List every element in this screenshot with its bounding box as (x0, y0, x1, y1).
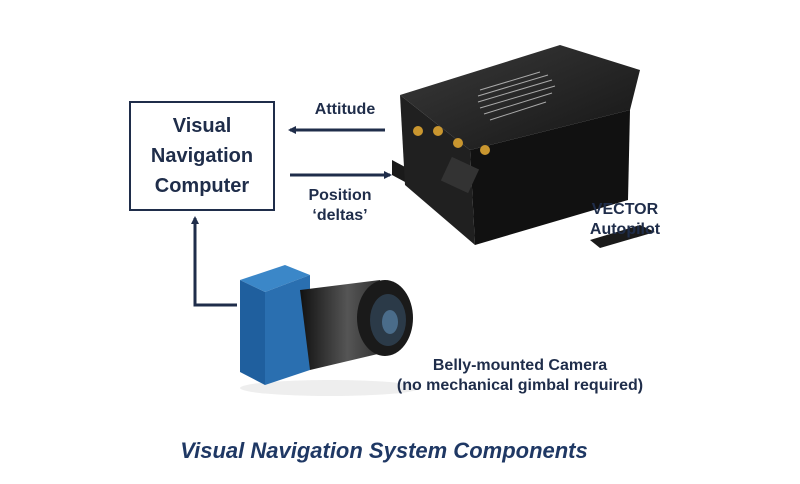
autopilot-label-line: VECTOR (591, 201, 659, 218)
camera-feed-arrow (191, 216, 237, 307)
computer-label-line: Visual (172, 115, 232, 137)
autopilot-device-image (392, 45, 655, 248)
computer-label-line: Computer (154, 175, 250, 197)
computer-label-line: Navigation (150, 145, 254, 167)
camera-label: Belly-mounted Camera (no mechanical gimb… (370, 356, 670, 396)
figure-caption: Visual Navigation System Components (180, 438, 588, 463)
camera-label-line: (no mechanical gimbal required) (396, 377, 644, 394)
position-label: Position (308, 187, 372, 204)
autopilot-label-line: Autopilot (589, 221, 661, 238)
position-deltas-label: Position ‘deltas’ (295, 186, 385, 226)
deltas-label: ‘deltas’ (312, 207, 368, 224)
attitude-label: Attitude (314, 101, 376, 118)
camera-image (240, 265, 420, 396)
visual-navigation-computer-box: Visual Navigation Computer (129, 101, 275, 211)
camera-label-line: Belly-mounted Camera (432, 357, 608, 374)
autopilot-label: VECTOR Autopilot (575, 200, 675, 240)
